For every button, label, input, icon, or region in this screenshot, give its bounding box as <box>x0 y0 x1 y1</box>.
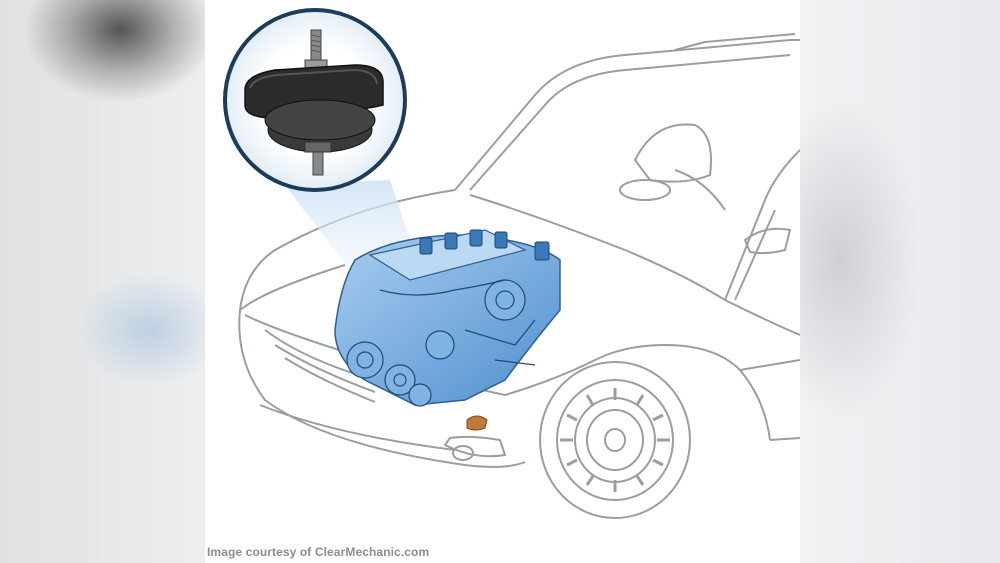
blurred-background-right <box>800 0 1000 563</box>
wheel-icon <box>539 361 691 519</box>
blurred-background-left <box>0 0 205 563</box>
engine-icon <box>334 229 561 431</box>
illustration-panel <box>205 0 800 563</box>
car-engine-illustration <box>223 8 800 519</box>
image-credit: Image courtesy of ClearMechanic.com <box>207 545 430 559</box>
engine-mount-inset <box>223 8 407 192</box>
car-outline-icon <box>238 33 800 468</box>
engine-mount-icon <box>244 29 384 176</box>
